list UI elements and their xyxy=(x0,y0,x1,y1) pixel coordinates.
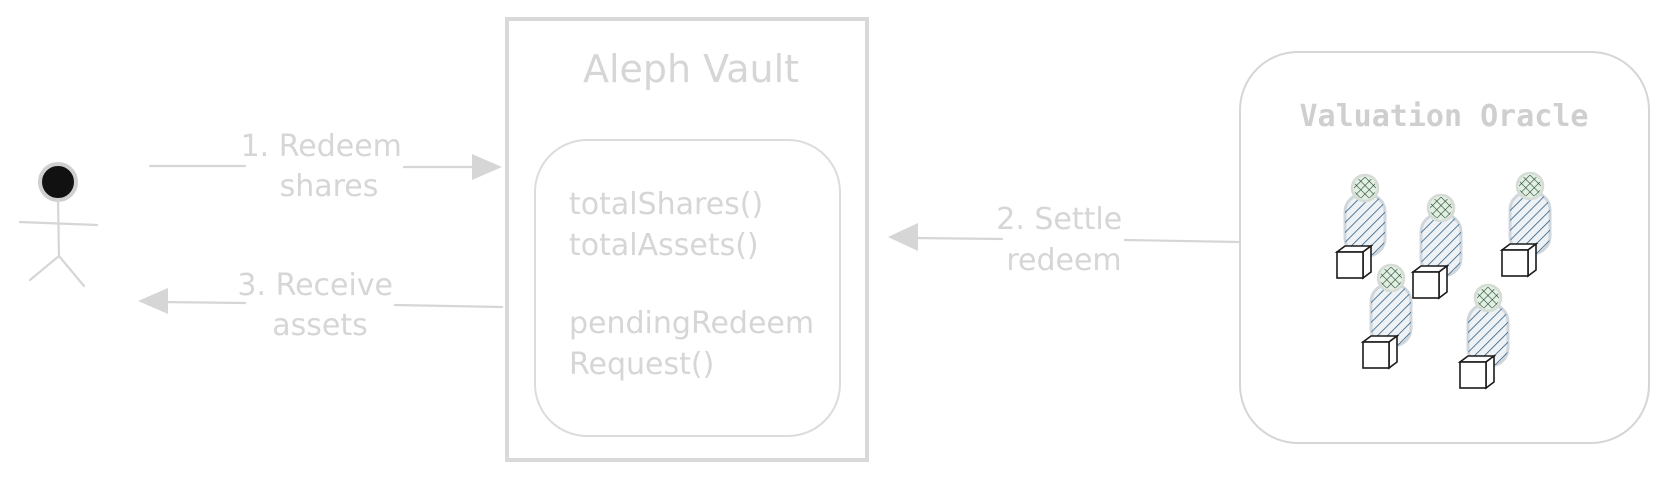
receive-assets-label-line1: 3. Receive xyxy=(237,268,393,303)
redeem-shares-label-line2: shares xyxy=(280,169,379,204)
valuation-oracle-box: Valuation Oracle xyxy=(1239,51,1650,444)
vault-function-total-assets: totalAssets() xyxy=(569,228,759,263)
aleph-vault-box: Aleph Vault totalShares() totalAssets() … xyxy=(505,17,869,462)
vault-function-total-shares: totalShares() xyxy=(569,187,763,222)
valuation-oracle-title: Valuation Oracle xyxy=(1300,99,1589,134)
user-actor-icon xyxy=(18,162,99,288)
receive-assets-arrow xyxy=(138,288,504,314)
vault-function-pending-redeem: pendingRedeem xyxy=(569,306,814,341)
settle-redeem-label-line2: redeem xyxy=(1006,243,1121,278)
oracle-workers-icon xyxy=(1335,171,1552,390)
settle-redeem-label-line1: 2. Settle xyxy=(996,202,1122,237)
receive-assets-label-line2: assets xyxy=(272,308,368,343)
redeem-shares-label: 1. Redeem shares xyxy=(241,129,412,204)
receive-assets-label: 3. Receive assets xyxy=(237,268,402,343)
settle-redeem-arrow xyxy=(888,223,1242,251)
redeem-shares-label-line1: 1. Redeem xyxy=(241,129,402,164)
vault-function-request: Request() xyxy=(569,347,714,382)
aleph-vault-title: Aleph Vault xyxy=(583,47,799,91)
redeem-shares-arrow xyxy=(148,154,502,180)
vault-functions: totalShares() totalAssets() pendingRedee… xyxy=(569,187,824,382)
settle-redeem-label: 2. Settle redeem xyxy=(996,202,1132,278)
